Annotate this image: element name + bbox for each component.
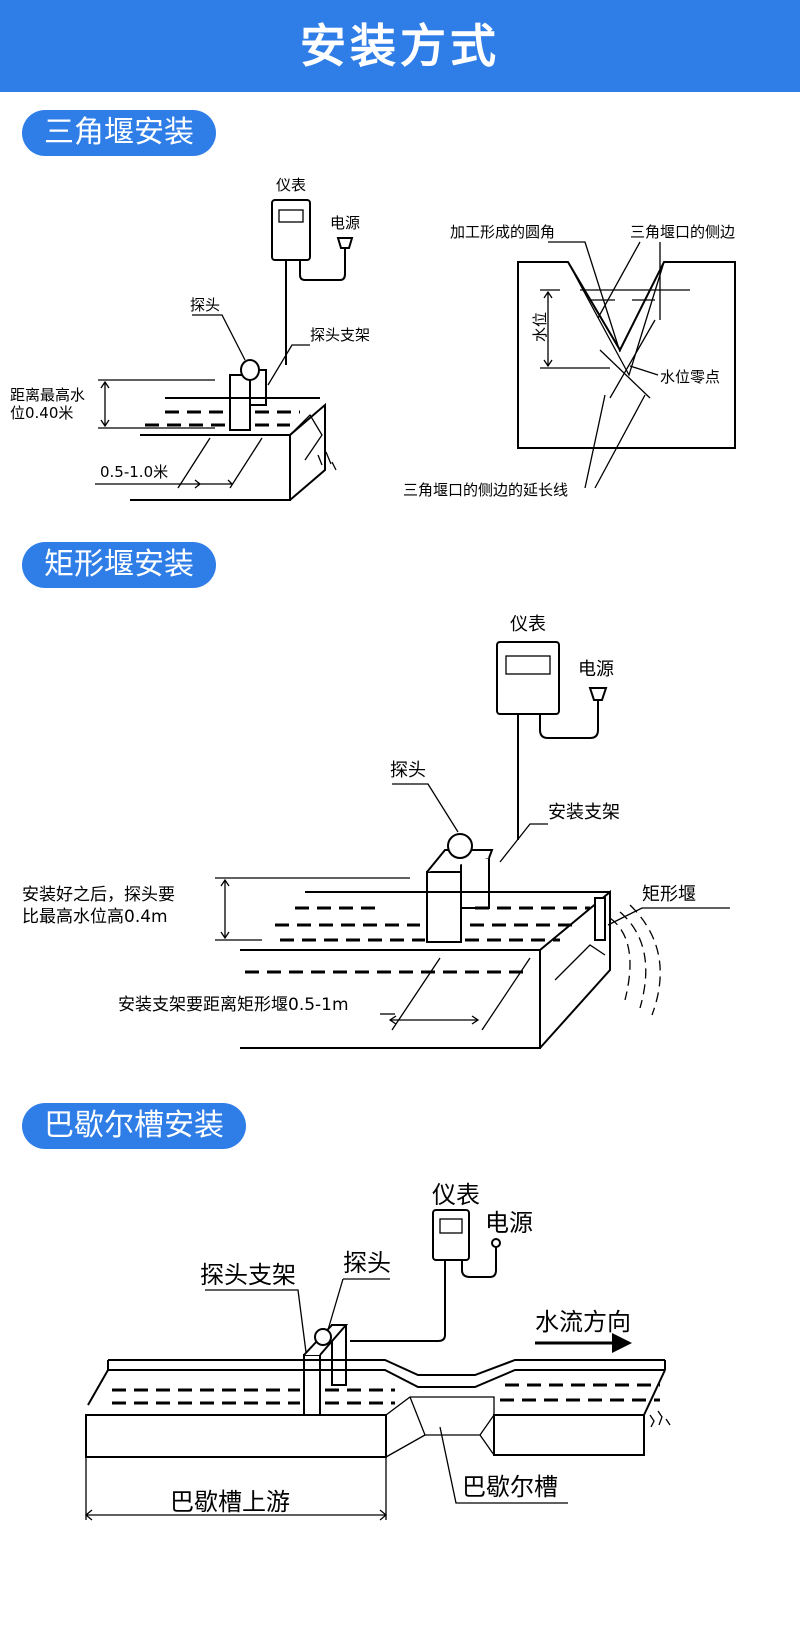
distance-label: 0.5-1.0米	[100, 463, 168, 481]
section-title-rectangle: 矩形堰安装	[22, 542, 216, 588]
rectangular-weir-diagram: 仪表 电源 探头 安装支架 矩形堰 安装好之后，探头要 比最高水位高0.4m 安…	[22, 614, 730, 1049]
meter-label: 仪表	[432, 1181, 480, 1209]
power-label: 电源	[330, 214, 360, 232]
upstream-label: 巴歇槽上游	[170, 1488, 290, 1516]
power-plug-icon	[336, 237, 354, 249]
flume-label: 巴歇尔槽	[462, 1473, 558, 1501]
water-level-label: 水位	[531, 312, 549, 342]
v-notch-detail: 水位	[517, 261, 736, 449]
bracket-label: 探头支架	[310, 326, 370, 344]
probe-label: 探头	[190, 296, 220, 314]
bracket-label: 安装支架	[548, 802, 620, 823]
parshall-flume-diagram: 仪表 电源 探头支架 探头 水流方向 巴歇槽上游 巴歇尔槽	[84, 1181, 671, 1521]
power-plug-icon	[588, 687, 608, 701]
meter-box	[496, 641, 560, 715]
height-note-line1: 安装好之后，探头要	[22, 885, 175, 905]
triangle-weir-diagram: 仪表 电源 探头 探头支架 距离最高水 位0.40米 0.5-1.0米 水位 加…	[10, 176, 736, 501]
meter-label: 仪表	[276, 176, 306, 194]
meter-label: 仪表	[510, 614, 546, 635]
section-title-parshall: 巴歇尔槽安装	[22, 1103, 246, 1149]
probe-label: 探头	[390, 760, 426, 781]
meter-box	[432, 1209, 470, 1261]
extension-label: 三角堰口的侧边的延长线	[403, 481, 568, 499]
round-corner-label: 加工形成的圆角	[450, 223, 555, 241]
probe	[426, 833, 494, 943]
page-title: 安装方式	[300, 19, 500, 73]
power-label: 电源	[578, 659, 614, 680]
height-note-line2: 位0.40米	[10, 404, 73, 422]
probe-label: 探头	[343, 1249, 391, 1277]
section-title-triangle: 三角堰安装	[22, 110, 216, 156]
zero-point-label: 水位零点	[660, 368, 720, 386]
meter-box	[271, 199, 311, 261]
height-note-line2: 比最高水位高0.4m	[22, 907, 168, 927]
arrow-right-icon	[612, 1333, 632, 1353]
power-label: 电源	[485, 1209, 533, 1237]
header-banner	[0, 0, 800, 92]
power-plug-icon	[491, 1238, 501, 1248]
height-note-line1: 距离最高水	[10, 386, 85, 404]
bracket-label: 探头支架	[200, 1261, 296, 1289]
weir-label: 矩形堰	[642, 884, 696, 905]
side-label: 三角堰口的侧边	[630, 223, 735, 241]
flow-direction-label: 水流方向	[535, 1308, 631, 1336]
probe	[229, 359, 267, 431]
distance-label: 安装支架要距离矩形堰0.5-1m	[118, 995, 349, 1015]
